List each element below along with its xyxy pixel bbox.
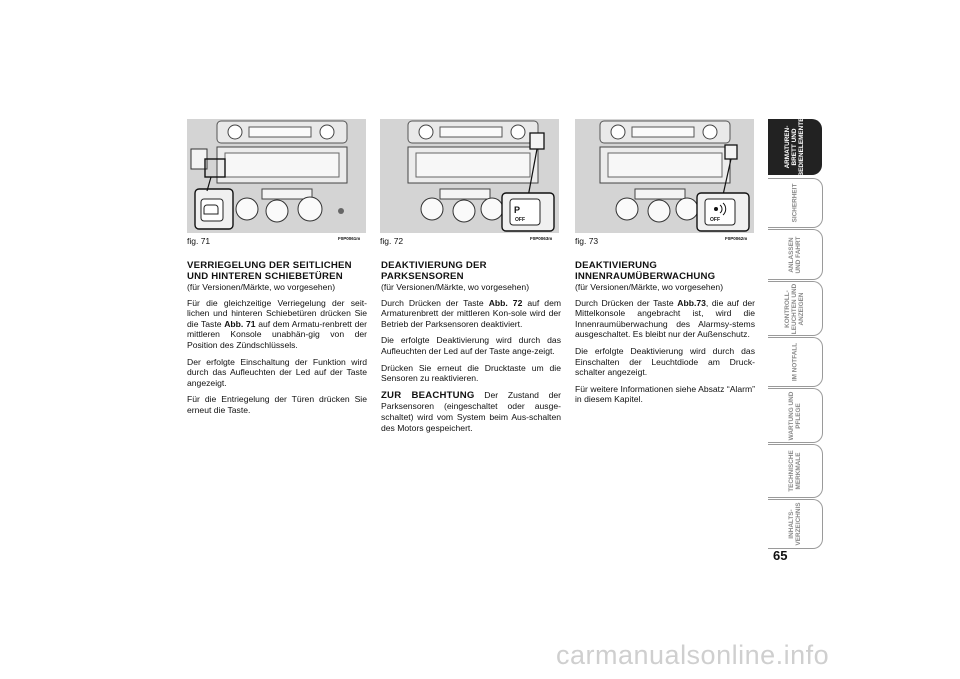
figure-72-label: fig. 72 — [380, 236, 404, 246]
section-heading: VERRIEGELUNG DER SEITLICHEN UND HINTEREN… — [187, 260, 352, 282]
paragraph: Der erfolgte Einschaltung der Funktion w… — [187, 356, 367, 388]
svg-text:P: P — [514, 205, 520, 215]
tab-anlassen[interactable]: ANLASSEN UND FAHRT — [768, 229, 823, 280]
paragraph: Drücken Sie erneut die Drucktaste um die… — [381, 362, 561, 384]
watermark: carmanualsonline.info — [556, 640, 830, 670]
paragraph-text: Durch Drücken der Taste — [381, 297, 489, 308]
paragraph-text: auf dem Armaturenbrett der mittleren Kon… — [381, 297, 562, 329]
section-subheading: (für Versionen/Märkte, wo vorgesehen) — [575, 282, 724, 292]
tab-label: TECHNISCHE MERKMALE — [787, 450, 802, 492]
figure-reference: Abb.73 — [677, 297, 706, 308]
paragraph: Für die gleichzeitige Verriegelung der s… — [187, 298, 367, 351]
text-column-park-sensors: DEAKTIVIERUNG DER PARKSENSOREN (für Vers… — [381, 260, 561, 439]
figure-71-code: F0P0061m — [338, 236, 361, 241]
tab-label: KONTROLL- LEUCHTEN UND ANZEIGEN — [784, 283, 806, 334]
text-column-door-locking: VERRIEGELUNG DER SEITLICHEN UND HINTEREN… — [187, 260, 367, 422]
tab-inhaltsverzeichnis[interactable]: INHALTS- VERZEICHNIS — [768, 499, 823, 549]
note-heading: ZUR BEACHTUNG — [381, 389, 475, 401]
note-text: Der Zustand der Parksensoren (eingeschal… — [381, 389, 562, 433]
note-paragraph: ZUR BEACHTUNG Der Zustand der Parksensor… — [381, 390, 561, 433]
paragraph-text: auf dem Armatu-renbrett der mittleren Ko… — [187, 318, 367, 350]
tab-label: ARMATUREN- BRETT UND BEDIENELEMENTE — [784, 117, 806, 177]
paragraph: Die erfolgte Deaktivierung wird durch da… — [575, 345, 755, 378]
paragraph-text: , die auf der Mittelkonsole angebracht i… — [575, 297, 755, 340]
figure-72-button-text: OFF — [515, 217, 525, 223]
figure-71-illustration — [187, 119, 366, 233]
tab-label: SICHERHEIT — [791, 183, 799, 223]
figure-73-label: fig. 73 — [575, 236, 599, 246]
figure-72-illustration: P OFF — [380, 119, 559, 233]
section-subheading: (für Versionen/Märkte, wo vorgesehen) — [381, 282, 530, 292]
figure-73-code: F0P0062m — [725, 236, 748, 241]
paragraph: Die erfolgte Deaktivierung wird durch da… — [381, 335, 561, 356]
tab-label: IM NOTFALL — [791, 342, 799, 382]
tab-wartung[interactable]: WARTUNG UND PFLEGE — [768, 388, 823, 443]
figure-reference: Abb. 71 — [224, 318, 256, 329]
section-heading: DEAKTIVIERUNG DER PARKSENSOREN — [381, 260, 487, 282]
section-heading: DEAKTIVIERUNG INNENRAUMÜBERWACHUNG — [575, 260, 716, 282]
tab-label: ANLASSEN UND FAHRT — [787, 236, 802, 273]
paragraph: Durch Drücken der Taste Abb. 72 auf dem … — [381, 298, 561, 330]
tab-label: WARTUNG UND PFLEGE — [787, 391, 802, 440]
section-subheading: (für Versionen/Märkte, wo vorgesehen) — [187, 282, 336, 292]
page-number: 65 — [773, 548, 788, 563]
paragraph-text: Für die gleichzeitige Verriegelung der s… — [187, 297, 367, 329]
paragraph: Durch Drücken der Taste Abb.73, die auf … — [575, 298, 755, 340]
paragraph-text: Durch Drücken der Taste — [575, 297, 678, 308]
tab-im-notfall[interactable]: IM NOTFALL — [768, 337, 823, 387]
figure-reference: Abb. 72 — [488, 297, 523, 308]
figure-72-code: F0P0063m — [530, 236, 553, 241]
figure-71-label: fig. 71 — [187, 236, 211, 246]
paragraph: Für die Entriegelung der Türen drücken S… — [187, 394, 367, 415]
tab-kontrollleuchten[interactable]: KONTROLL- LEUCHTEN UND ANZEIGEN — [768, 281, 823, 336]
tab-technische-merkmale[interactable]: TECHNISCHE MERKMALE — [768, 444, 823, 498]
figure-73-illustration: OFF — [575, 119, 754, 233]
paragraph: Für weitere Informationen siehe Absatz “… — [575, 383, 755, 405]
tab-armaturenbrett[interactable]: ARMATUREN- BRETT UND BEDIENELEMENTE — [768, 117, 822, 177]
text-column-interior-monitoring: DEAKTIVIERUNG INNENRAUMÜBERWACHUNG (für … — [575, 260, 755, 411]
figure-73-button-text: OFF — [710, 217, 720, 223]
tab-sicherheit[interactable]: SICHERHEIT — [768, 178, 823, 228]
tab-label: INHALTS- VERZEICHNIS — [787, 502, 802, 546]
